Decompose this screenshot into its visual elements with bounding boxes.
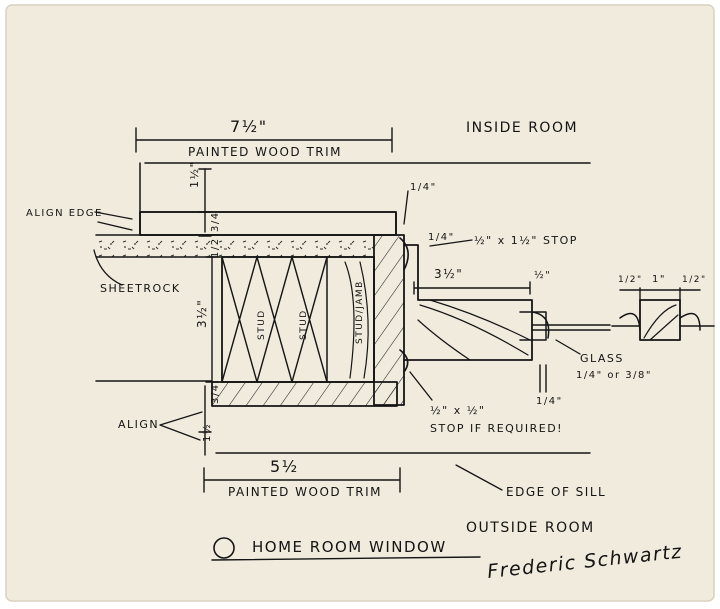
dim-3-half-wall: 3½" [195,299,209,328]
sheetrock-label: SHEETROCK [100,282,181,295]
dim-3-4-bottom: 3/4 [210,383,221,404]
dim-1-half-bottom: 1½ [201,423,213,442]
stud-label-1: STUD [257,309,267,340]
glass-label-line1: GLASS [580,352,624,365]
top-trim-label: PAINTED WOOD TRIM [188,145,342,159]
bottom-trim-dimension: 5½ [270,457,299,476]
dim-1-2-top: 1/2 [210,237,221,258]
stop-bottom-line2: STOP IF REQUIRED! [430,422,563,435]
dim-quarter-top: 1/4" [410,182,437,193]
dimension-lines [135,127,701,493]
glass-gap-dimension: 1/4" [536,396,563,407]
outside-room-label: OUTSIDE ROOM [466,520,595,536]
jamb-and-sill [373,234,611,406]
paper [5,4,715,602]
dim-quarter-stop: 1/4" [428,232,455,243]
bottom-trim-label: PAINTED WOOD TRIM [228,485,382,499]
sheetrock-layer [95,234,375,258]
edge-of-sill-label: EDGE OF SILL [506,485,606,499]
stud-label-2: STUD [299,309,309,340]
top-trim-dimension: 7½" [230,117,268,136]
glass-label-line2: 1/4" or 3/8" [576,370,652,381]
dim-1-half-top: 1½" [188,161,201,188]
stop-bottom-line1: ½" x ½" [430,404,485,417]
inside-room-label: INSIDE ROOM [466,120,578,136]
dim-3-4-top: 3/4 [210,211,221,232]
mullion-left-dimension: 1/2" [618,275,643,285]
dim-half-right: ½" [534,269,551,281]
mullion-detail [611,299,715,341]
drawing-title: HOME ROOM WINDOW [252,538,447,556]
mullion-center-dimension: 1" [652,274,666,285]
stop-top-label: ½" x 1½" STOP [474,234,578,247]
mullion-right-dimension: 1/2" [682,275,707,285]
leader-lines [93,190,581,491]
sill-dimension: 3½" [434,267,463,281]
stud-jamb-label: STUD/JAMB [355,280,365,344]
align-edge-label: ALIGN EDGE [26,208,103,219]
align-label: ALIGN [118,418,159,431]
title-block [211,537,481,561]
